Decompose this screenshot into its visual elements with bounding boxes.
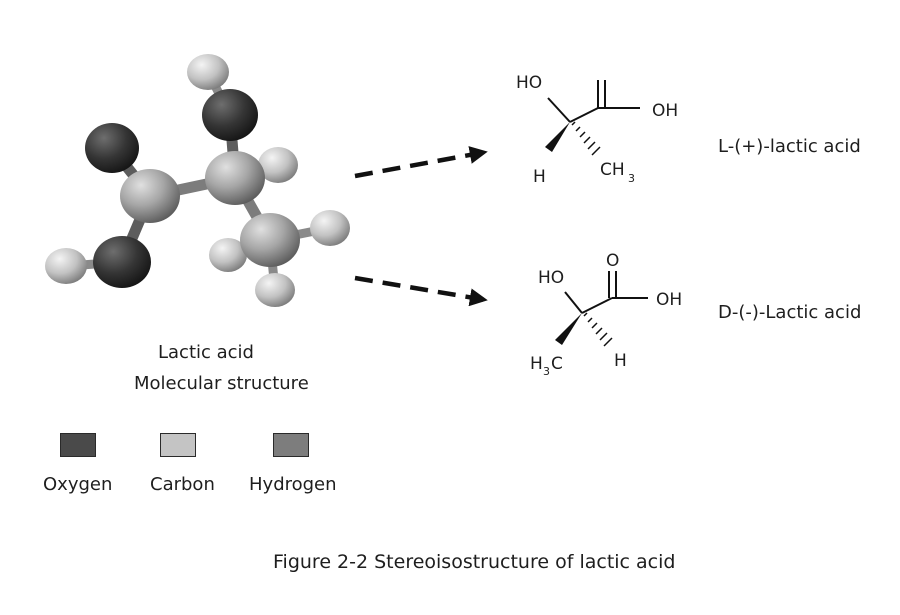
hydrogen-atom — [209, 238, 247, 272]
arrows — [354, 146, 488, 307]
hydrogen-atom — [258, 147, 298, 183]
l-oh-label: OH — [652, 101, 678, 121]
d-hc-c-label: C — [551, 354, 563, 374]
arrow-to-l-isomer — [354, 146, 488, 179]
arrow-to-d-isomer — [354, 275, 488, 307]
d-o-label: O — [606, 251, 619, 271]
l-ch3-subscript: 3 — [628, 172, 635, 185]
model-label-line2: Molecular structure — [134, 373, 309, 394]
legend-swatch-carbon — [160, 433, 196, 457]
carbon-atom — [205, 151, 265, 205]
l-hash-bond — [571, 121, 601, 156]
d-ho-label: HO — [538, 268, 564, 288]
hydrogen-atom — [45, 248, 87, 284]
d-hc-h-label: H — [530, 354, 543, 374]
d-isomer-structure: HO O OH H 3 C H — [530, 251, 682, 378]
legend-swatch-oxygen — [60, 433, 96, 457]
l-isomer-name: L-(+)-lactic acid — [718, 136, 861, 157]
carbon-atom — [120, 169, 180, 223]
d-isomer-name: D-(-)-Lactic acid — [718, 302, 862, 323]
oxygen-atom — [85, 123, 139, 173]
hydrogen-atom — [310, 210, 350, 246]
oxygen-atom — [202, 89, 258, 141]
figure-caption: Figure 2-2 Stereoisostructure of lactic … — [273, 551, 676, 573]
carbon-atom — [240, 213, 300, 267]
legend-label-carbon: Carbon — [150, 474, 215, 495]
legend-swatch-hydrogen — [273, 433, 309, 457]
d-hash-bond — [583, 312, 613, 347]
l-h-label: H — [533, 167, 546, 187]
d-oh-label: OH — [656, 290, 682, 310]
hydrogen-atom — [187, 54, 229, 90]
l-wedge-bond — [545, 122, 570, 152]
l-ch-label: CH — [600, 160, 625, 180]
l-ho-label: HO — [516, 73, 542, 93]
model-atoms — [45, 54, 350, 307]
d-wedge-bond — [555, 313, 582, 345]
d-h-label: H — [614, 351, 627, 371]
oxygen-atom — [93, 236, 151, 288]
l-isomer-structure: HO OH H CH 3 — [516, 73, 678, 187]
legend-label-hydrogen: Hydrogen — [249, 474, 337, 495]
ball-stick-model — [45, 54, 350, 307]
legend-label-oxygen: Oxygen — [43, 474, 113, 495]
hydrogen-atom — [255, 273, 295, 307]
model-label-line1: Lactic acid — [158, 342, 254, 363]
d-hc-subscript: 3 — [543, 365, 550, 378]
